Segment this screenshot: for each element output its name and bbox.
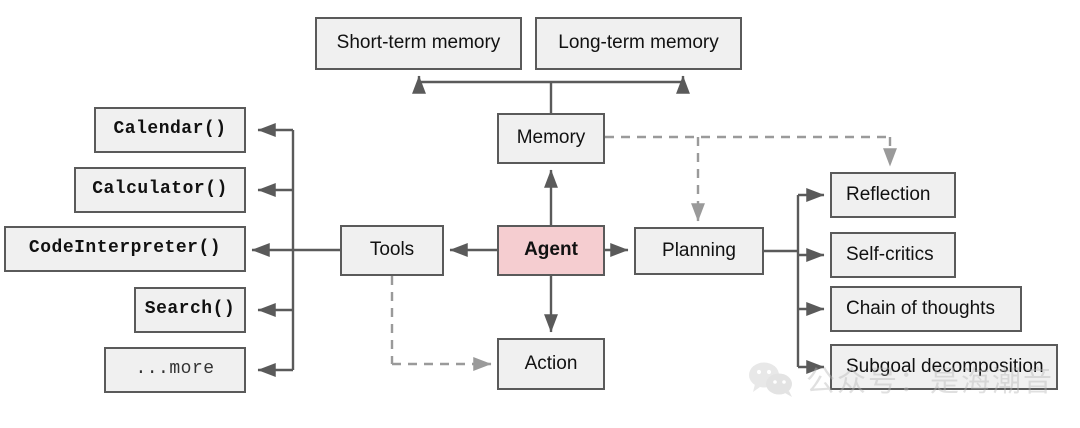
node-long-term-memory-label: Long-term memory [558, 32, 719, 54]
node-memory-label: Memory [516, 127, 586, 149]
edge-planning-to-planning-list [764, 188, 825, 374]
node-tool-calculator[interactable]: Calculator() [74, 167, 246, 213]
edge-tools-dashed-to-action [390, 276, 492, 371]
node-tool-calendar-label: Calendar() [113, 119, 227, 140]
node-tools-label: Tools [369, 239, 415, 261]
node-short-term-memory-label: Short-term memory [336, 32, 501, 54]
node-tool-more-label: ...more [135, 359, 215, 380]
node-short-term-memory[interactable]: Short-term memory [315, 17, 522, 70]
node-action[interactable]: Action [497, 338, 605, 390]
node-planning-chain-of-thoughts[interactable]: Chain of thoughts [830, 286, 1022, 332]
edge-tools-to-tool-list [251, 123, 340, 377]
node-agent[interactable]: Agent [497, 225, 605, 276]
node-tool-search[interactable]: Search() [134, 287, 246, 333]
node-planning-self-critics-label: Self-critics [846, 243, 934, 265]
wechat-icon [749, 362, 792, 397]
node-tool-search-label: Search() [144, 299, 236, 320]
node-planning-reflection-label: Reflection [846, 183, 931, 205]
node-planning-chain-of-thoughts-label: Chain of thoughts [846, 297, 995, 319]
node-tool-code-interpreter[interactable]: CodeInterpreter() [4, 226, 246, 272]
node-planning[interactable]: Planning [634, 227, 764, 275]
node-planning-self-critics[interactable]: Self-critics [830, 232, 956, 278]
node-action-label: Action [524, 352, 578, 374]
node-planning-reflection[interactable]: Reflection [830, 172, 956, 218]
node-planning-label: Planning [662, 239, 736, 261]
node-planning-subgoal-decomposition-label: Subgoal decomposition [846, 355, 1044, 377]
node-memory[interactable]: Memory [497, 113, 605, 164]
node-agent-label: Agent [524, 239, 578, 261]
edge-memory-to-memory-types [412, 75, 690, 113]
node-tool-more[interactable]: ...more [104, 347, 246, 393]
node-tool-calculator-label: Calculator() [92, 179, 228, 200]
node-tools[interactable]: Tools [340, 225, 444, 276]
node-long-term-memory[interactable]: Long-term memory [535, 17, 742, 70]
node-tool-code-interpreter-label: CodeInterpreter() [28, 238, 222, 259]
node-tool-calendar[interactable]: Calendar() [94, 107, 246, 153]
node-planning-subgoal-decomposition[interactable]: Subgoal decomposition [830, 344, 1058, 390]
